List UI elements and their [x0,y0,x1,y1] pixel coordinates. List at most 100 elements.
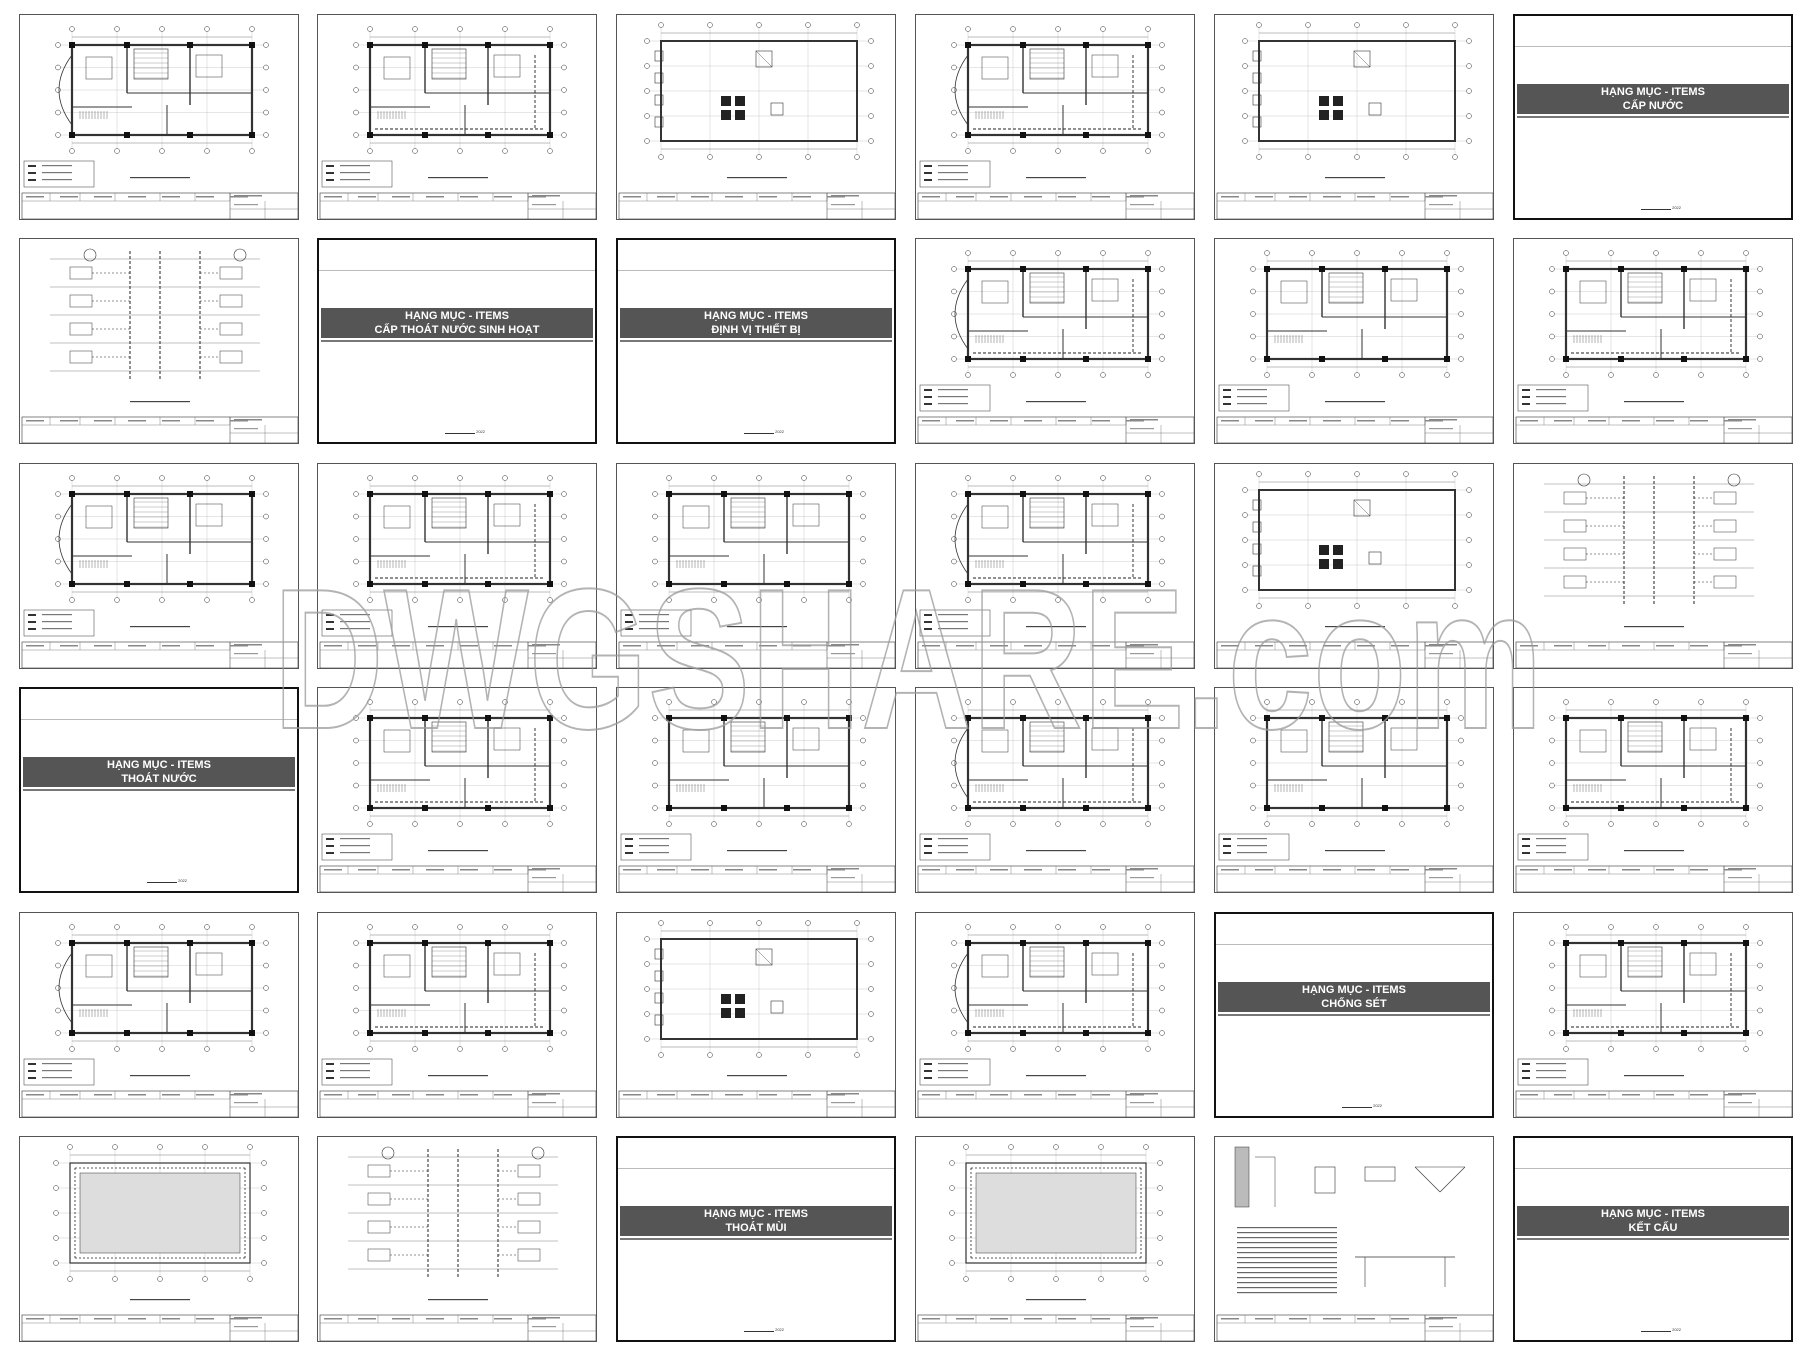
drawing-sheet [1513,687,1793,893]
drawing-sheet [1513,238,1793,444]
drawing-sheet [915,238,1195,444]
cover-date: 2022 [445,429,485,434]
plan-drawing [21,26,298,219]
riser-drawing [319,1146,596,1341]
cover-rule [1515,1168,1791,1169]
cover-sheet: HẠNG MỤC - ITEMS ĐỊNH VỊ THIẾT BỊ 2022 [616,238,896,444]
drawing-sheet [616,687,896,893]
cover-rule [319,270,595,271]
cover-title: HẠNG MỤC - ITEMS [405,310,509,322]
cover-title-band: HẠNG MỤC - ITEMS ĐỊNH VỊ THIẾT BỊ [620,308,892,338]
drawing-sheet [915,687,1195,893]
drawing-sheet [317,1136,597,1342]
cover-rule [1216,944,1492,945]
plan-drawing [21,475,298,668]
drawing-sheet [19,1136,299,1342]
drawing-sheet [317,912,597,1118]
roof-drawing [618,920,895,1117]
roofgrid-drawing [21,1144,298,1341]
drawing-sheet [19,463,299,669]
drawing-sheet [317,687,597,893]
cover-date: 2022 [1641,205,1681,210]
cover-underline [620,340,892,342]
plan-drawing [1515,699,1792,892]
drawing-sheet [915,14,1195,220]
drawing-sheet [19,238,299,444]
cover-sheet: HẠNG MỤC - ITEMS CHỐNG SÉT 2022 [1214,912,1494,1118]
drawing-sheet [915,1136,1195,1342]
plan-drawing [319,26,596,219]
riser-drawing [21,248,298,443]
cover-subtitle: THOÁT MÙI [725,1222,787,1234]
cover-title-band: HẠNG MỤC - ITEMS CẤP THOÁT NƯỚC SINH HOẠT [321,308,593,338]
cover-rule [618,1168,894,1169]
cover-subtitle: ĐỊNH VỊ THIẾT BỊ [711,324,801,336]
cover-underline [1517,116,1789,118]
plan-drawing [917,26,1194,219]
cover-underline [620,1238,892,1240]
cover-subtitle: CHỐNG SÉT [1321,998,1387,1010]
drawing-sheet [915,463,1195,669]
cover-sheet: HẠNG MỤC - ITEMS CẤP THOÁT NƯỚC SINH HOẠT… [317,238,597,444]
drawing-sheet [616,14,896,220]
cover-subtitle: KẾT CẤU [1628,1222,1678,1234]
drawing-sheet [1214,463,1494,669]
drawing-sheet [19,14,299,220]
cover-date: 2022 [147,878,187,883]
roof-drawing [618,22,895,219]
cover-date: 2022 [744,1327,784,1332]
plan-drawing [1515,924,1792,1117]
cover-subtitle: THOÁT NƯỚC [121,773,197,785]
cover-rule [1515,46,1791,47]
drawing-sheet [1214,238,1494,444]
plan-drawing [618,475,895,668]
cover-title: HẠNG MỤC - ITEMS [107,759,211,771]
cover-underline [321,340,593,342]
cover-sheet: HẠNG MỤC - ITEMS THOÁT NƯỚC 2022 [19,687,299,893]
drawing-sheet [317,463,597,669]
roof-drawing [1216,22,1493,219]
cover-underline [1517,1238,1789,1240]
plan-drawing [1216,250,1493,443]
cover-rule [21,719,297,720]
drawing-sheet [915,912,1195,1118]
detail-drawing [1216,1146,1493,1341]
cover-underline [23,789,295,791]
plan-drawing [917,250,1194,443]
roof-drawing [1216,471,1493,668]
plan-drawing [618,699,895,892]
roofgrid-drawing [917,1144,1194,1341]
drawing-sheet [1513,463,1793,669]
plan-drawing [917,699,1194,892]
drawing-sheet [1214,1136,1494,1342]
cover-sheet: HẠNG MỤC - ITEMS THOÁT MÙI 2022 [616,1136,896,1342]
plan-drawing [319,699,596,892]
riser-drawing [1515,473,1792,668]
plan-drawing [1216,699,1493,892]
plan-drawing [319,924,596,1117]
drawing-sheet [19,912,299,1118]
cover-title: HẠNG MỤC - ITEMS [1601,86,1705,98]
plan-drawing [917,475,1194,668]
plan-drawing [21,924,298,1117]
cover-title-band: HẠNG MỤC - ITEMS CHỐNG SÉT [1218,982,1490,1012]
cover-rule [618,270,894,271]
drawing-sheet [1513,912,1793,1118]
plan-drawing [319,475,596,668]
cover-title: HẠNG MỤC - ITEMS [704,310,808,322]
cover-date: 2022 [1342,1103,1382,1108]
plan-drawing [917,924,1194,1117]
cover-date: 2022 [1641,1327,1681,1332]
cover-title: HẠNG MỤC - ITEMS [1302,984,1406,996]
cover-subtitle: CẤP THOÁT NƯỚC SINH HOẠT [374,324,540,336]
cover-title-band: HẠNG MỤC - ITEMS THOÁT MÙI [620,1206,892,1236]
plan-drawing [1515,250,1792,443]
drawing-sheet [1214,14,1494,220]
cover-title-band: HẠNG MỤC - ITEMS THOÁT NƯỚC [23,757,295,787]
cover-title: HẠNG MỤC - ITEMS [704,1208,808,1220]
cover-date: 2022 [744,429,784,434]
drawing-sheet [616,463,896,669]
